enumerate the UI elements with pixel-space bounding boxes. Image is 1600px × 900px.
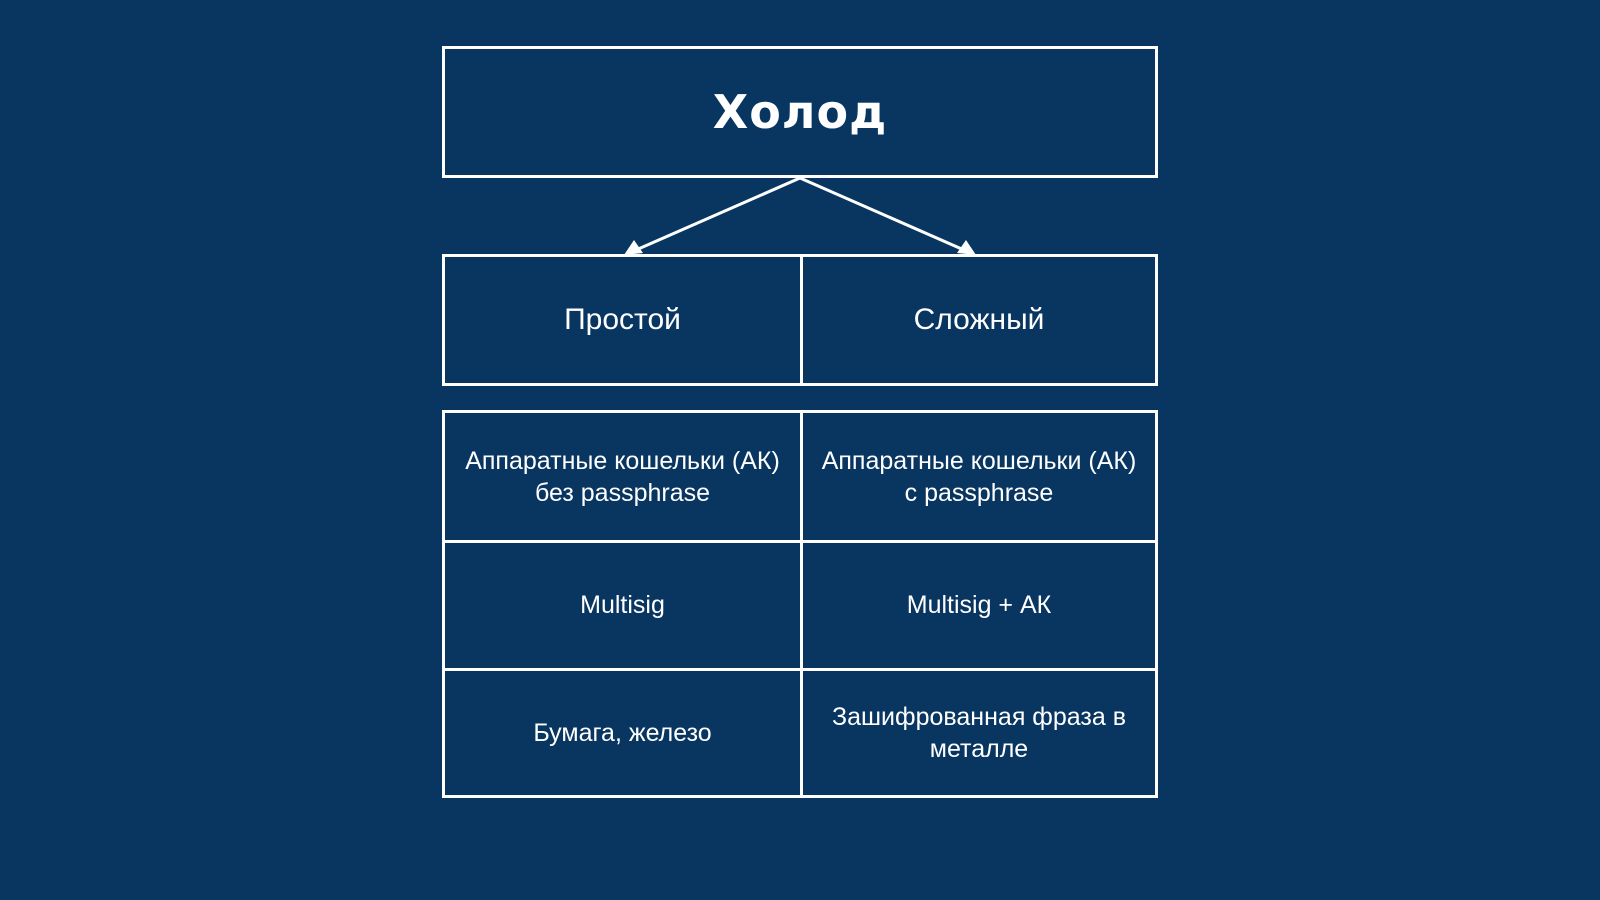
- root-node: Холод: [442, 46, 1158, 178]
- arrow-left: [624, 176, 801, 255]
- table-cell: Бумага, железо: [445, 667, 800, 795]
- table-cell: Multisig: [445, 540, 800, 667]
- table-cell: Аппаратные кошельки (АК) без passphrase: [465, 446, 780, 507]
- table-cell: Аппаратные кошельки (АК) с passphrase: [800, 413, 1155, 541]
- arrow-right: [799, 176, 976, 255]
- table-cell: Зашифрованная фраза в металле: [800, 667, 1155, 795]
- methods-table: Аппаратные кошельки (АК) без passphrase …: [442, 410, 1158, 798]
- table-cell: Multisig + АК: [800, 540, 1155, 668]
- category-simple: Простой: [564, 303, 681, 336]
- root-title: Холод: [712, 85, 888, 139]
- category-header: Простой Сложный: [442, 254, 1158, 386]
- category-complex: Сложный: [800, 257, 1155, 383]
